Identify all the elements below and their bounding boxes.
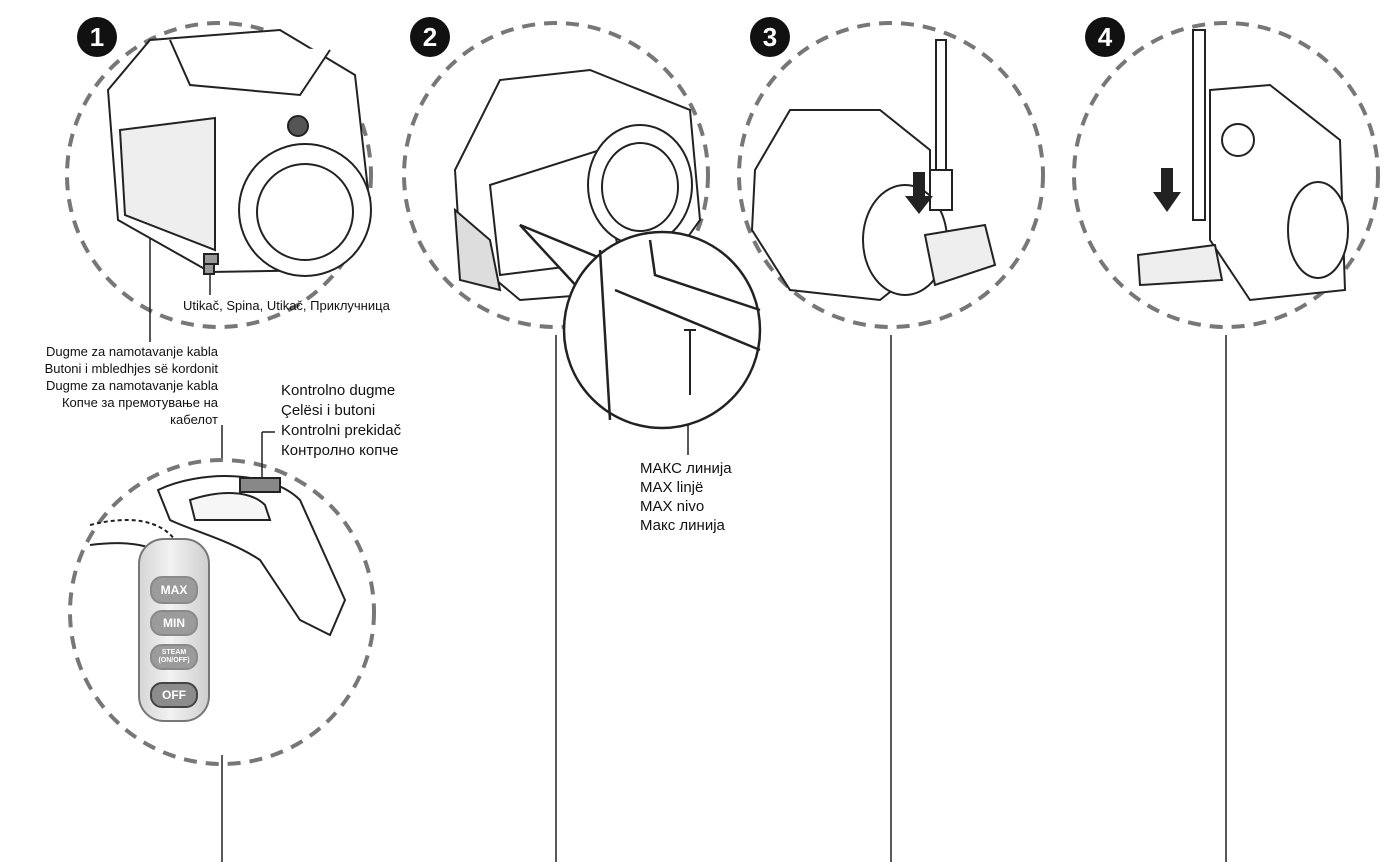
cord-plug-icon (203, 253, 219, 265)
step2-dashed-circle (402, 21, 710, 329)
step-1-badge: 1 (77, 17, 117, 57)
max-line-label-3: MAX nivo (640, 498, 705, 515)
step2-zoom-circle (519, 223, 762, 430)
steam-button[interactable]: STEAM (ON/OFF) (150, 644, 198, 670)
max-line-label-block: МАКС линија MAX linjë MAX nivo Макс лини… (640, 459, 732, 535)
handle-control-panel: MAX MIN STEAM (ON/OFF) OFF (138, 538, 210, 722)
step3-vacuum-drawing (750, 39, 997, 302)
step1-dashed-circle (65, 21, 373, 329)
off-button[interactable]: OFF (150, 682, 198, 708)
cord-rewind-label-5: кабелот (170, 412, 218, 427)
plug-label: Utikač, Spina, Utikač, Приклучница (183, 298, 390, 313)
step4-vacuum-drawing (1136, 29, 1349, 302)
control-label-2: Çelësi i butoni (281, 402, 376, 419)
down-arrow-icon (905, 172, 933, 214)
steam-label: STEAM (161, 649, 187, 656)
min-button[interactable]: MIN (150, 610, 198, 636)
step4-dashed-circle (1072, 21, 1380, 329)
step-3-badge: 3 (750, 17, 790, 57)
step-4-badge: 4 (1085, 17, 1125, 57)
cord-rewind-label-1: Dugme za namotavanje kabla (46, 344, 218, 359)
steam-sublabel: (ON/OFF) (158, 657, 190, 664)
step3-dashed-circle (737, 21, 1045, 329)
handle-dashed-circle (68, 458, 376, 766)
control-label-1: Kontrolno dugme (281, 382, 396, 399)
cord-rewind-label-block: Dugme za namotavanje kabla Butoni i mble… (0, 343, 218, 428)
cord-rewind-label-3: Dugme za namotavanje kabla (46, 378, 218, 393)
step-2-badge: 2 (410, 17, 450, 57)
control-label-4: Контролно копче (281, 442, 399, 459)
max-button[interactable]: MAX (150, 576, 198, 604)
control-label-3: Kontrolni prekidač (281, 422, 402, 439)
step1-vacuum-drawing (106, 28, 372, 277)
cord-rewind-label-2: Butoni i mbledhjes së kordonit (44, 361, 218, 376)
hose-handle-drawing (89, 475, 347, 637)
control-button-label-block: Kontrolno dugme Çelësi i butoni Kontroln… (281, 381, 401, 461)
down-arrow-icon-2 (1153, 168, 1181, 212)
cord-rewind-label-4: Копче за премотување на (61, 395, 218, 410)
max-line-label-4: Макс линија (640, 517, 725, 534)
max-line-label-2: MAX linjë (640, 479, 704, 496)
max-line-label-1: МАКС линија (640, 460, 732, 477)
